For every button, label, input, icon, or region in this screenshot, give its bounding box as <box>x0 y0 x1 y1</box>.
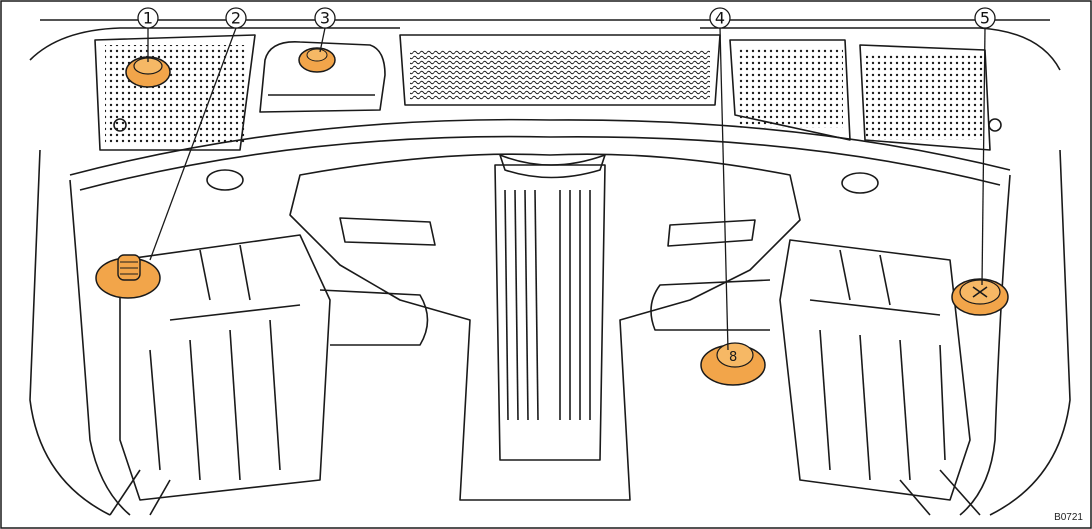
callout-5-label: 5 <box>980 9 990 28</box>
line-art <box>29 19 1071 516</box>
center-ribs <box>504 189 591 421</box>
cap-3 <box>298 47 336 73</box>
callout-4: 4 <box>709 7 731 29</box>
svg-text:8: 8 <box>729 350 737 365</box>
callout-3: 3 <box>314 7 336 29</box>
callout-4-label: 4 <box>715 9 725 28</box>
callout-5: 5 <box>974 7 996 29</box>
callout-1: 1 <box>137 7 159 29</box>
callout-2: 2 <box>225 7 247 29</box>
callout-1-label: 1 <box>143 9 153 28</box>
cap-4: 8 <box>700 342 766 386</box>
leader-lines <box>147 27 986 351</box>
reference-code: B0721 <box>1054 512 1083 523</box>
callout-2-label: 2 <box>231 9 241 28</box>
cap-2 <box>95 254 161 299</box>
callout-3-label: 3 <box>320 9 330 28</box>
cap-5 <box>951 278 1009 316</box>
